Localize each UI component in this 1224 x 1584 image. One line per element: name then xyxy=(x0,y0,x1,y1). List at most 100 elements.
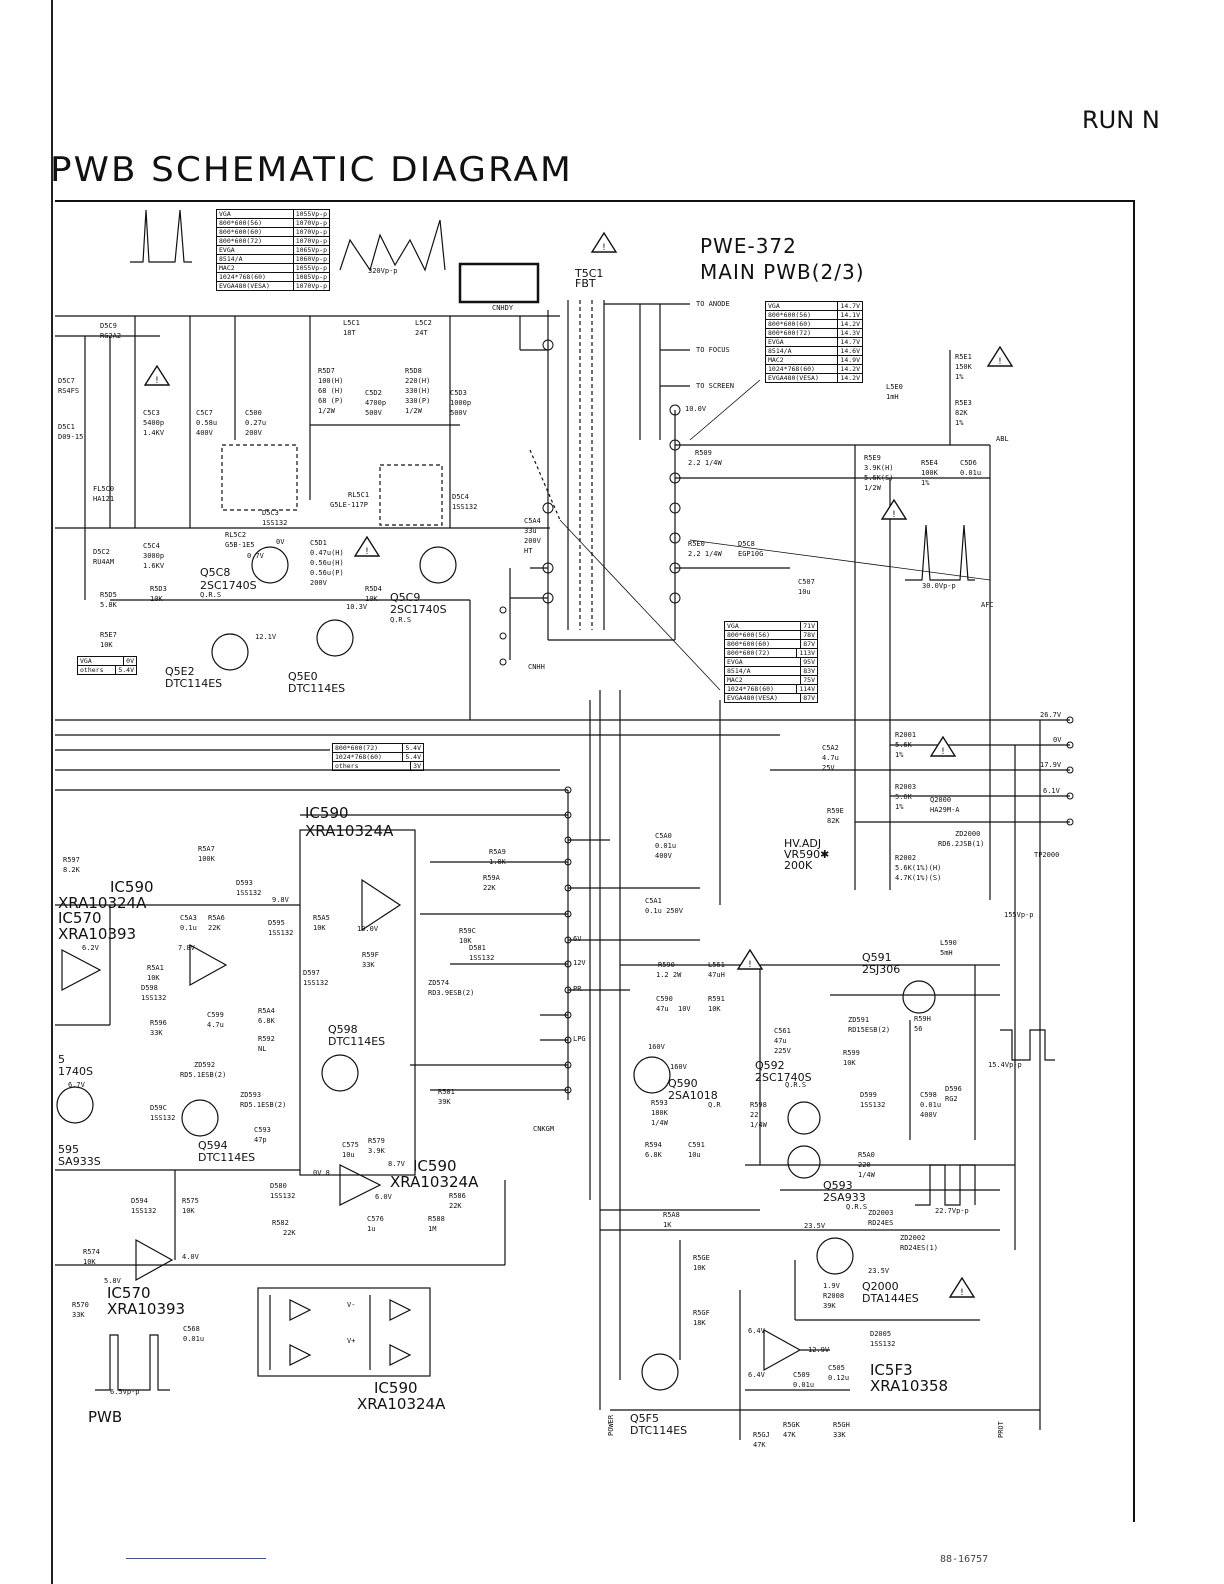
label-d5c1-val: D09-15 xyxy=(58,433,84,441)
label-fl5c0-val: HA121 xyxy=(93,495,115,503)
label-c5a4-t: HT xyxy=(524,547,533,555)
label-r596: R596 xyxy=(150,1019,167,1027)
label-c590-val: 47u xyxy=(656,1005,669,1013)
label-d5c9: D5C9 xyxy=(100,322,117,330)
label-q593-type: 2SA933 xyxy=(823,1191,866,1204)
label-c509: C509 xyxy=(793,1371,810,1379)
label-r591-val: 10K xyxy=(708,1005,721,1013)
label-v-235a: 23.5V xyxy=(804,1222,826,1230)
label-conn-v4: 6.1V xyxy=(1043,787,1060,795)
label-r59a-val: 22K xyxy=(483,884,496,892)
label-c576: C576 xyxy=(367,1215,384,1223)
table-cell-mode: 8514/A xyxy=(217,255,294,263)
label-c5a4-v: 200V xyxy=(524,537,541,545)
table-cell-value: 14.6V xyxy=(840,347,860,355)
label-r2003-val: 5.6K xyxy=(895,793,912,801)
label-v-87: 8.7V xyxy=(388,1160,405,1168)
label-pulse-320: 320Vp-p xyxy=(368,267,398,275)
label-q594-type: DTC114ES xyxy=(198,1151,256,1164)
label-v-103: 10.3V xyxy=(346,603,368,611)
label-q2000: Q2000 xyxy=(862,1280,899,1293)
label-cnhdy: CNHDY xyxy=(492,304,514,312)
table-cell-mode: 800*600(72) xyxy=(766,329,839,337)
label-q2000-d-type: HA29M-A xyxy=(930,806,960,814)
label-zd2000-val: RD6.2JSB(1) xyxy=(938,840,985,848)
label-q2000-type: DTA144ES xyxy=(862,1292,919,1305)
label-r598-w: 1/4W xyxy=(750,1121,767,1129)
label-q5-left: 5 xyxy=(58,1053,65,1066)
label-v-100: 10.0V xyxy=(685,405,707,413)
svg-text:!: ! xyxy=(997,357,1002,367)
label-vr590-val: 200K xyxy=(784,859,813,872)
label-r5a4-val: 6.8K xyxy=(258,1017,275,1025)
label-c505-val: 0.12u xyxy=(828,1374,850,1382)
label-l561-val: 47uH xyxy=(708,971,725,979)
label-r599-val: 10K xyxy=(843,1059,856,1067)
label-r598-val: 22 xyxy=(750,1111,759,1119)
label-r5e9-a: 3.9K(H) xyxy=(864,464,894,472)
label-l5e0-val: 1mH xyxy=(886,393,899,401)
label-c5c7-val: 0.58u xyxy=(196,419,218,427)
label-cnhh: CNHH xyxy=(528,663,545,671)
label-r5d8-val: 220(H) xyxy=(405,377,431,385)
label-c575: C575 xyxy=(342,1141,359,1149)
label-d595-val: 1SS132 xyxy=(268,929,294,937)
label-ic590-type: XRA10324A xyxy=(390,1173,479,1191)
table-row: 1024*768(60)1085Vp-p xyxy=(217,273,329,282)
label-r5e1: R5E1 xyxy=(955,353,972,361)
table-cell-mode: 800*600(60) xyxy=(725,640,802,648)
table-row: 800*600(72)1070Vp-p xyxy=(217,237,329,246)
label-r5a0-w: 1/4W xyxy=(858,1171,875,1179)
label-r5gf-val: 18K xyxy=(693,1319,706,1327)
label-q593: Q593 xyxy=(823,1179,853,1192)
table-cell-mode: EVGA480(VESA) xyxy=(766,374,839,382)
label-v-40: 4.0V xyxy=(182,1253,199,1261)
svg-text:!: ! xyxy=(891,510,896,520)
label-c575-val: 10u xyxy=(342,1151,355,1159)
label-d5c4: D5C4 xyxy=(452,493,469,501)
label-r5d5: R5D5 xyxy=(100,591,117,599)
label-r5d4-val: 10K xyxy=(365,595,378,603)
label-c5a2-val: 4.7u xyxy=(822,754,839,762)
table-row: 1024*768(60)14.2V xyxy=(766,365,862,374)
svg-text:!: ! xyxy=(601,243,606,253)
label-c5c4-v: 1.6KV xyxy=(143,562,165,570)
label-r5a5: R5A5 xyxy=(313,914,330,922)
label-r2008: R2008 xyxy=(823,1292,845,1300)
table-cell-value: 1070Vp-p xyxy=(295,228,327,236)
table-row: 800*600(56)78V xyxy=(725,631,817,640)
label-ic590: IC590 xyxy=(374,1379,418,1397)
label-cnkgm: CNKGM xyxy=(533,1125,555,1133)
label-zd593-val: RD5.1ESB(2) xyxy=(240,1101,287,1109)
label-r570-val: 33K xyxy=(72,1311,85,1319)
label-c5c7: C5C7 xyxy=(196,409,213,417)
label-zd2002-val: RD24ES(1) xyxy=(900,1244,938,1252)
label-r581: R581 xyxy=(438,1088,455,1096)
label-q592-type: 2SC1740S xyxy=(755,1071,812,1084)
label-q591-type: 2SJ306 xyxy=(862,963,901,976)
label-q598-type: DTC114ES xyxy=(328,1035,386,1048)
label-d597-val: 1SS132 xyxy=(303,979,329,987)
label-to-focus: TO FOCUS xyxy=(696,346,730,354)
label-c5d6-val: 0.01u xyxy=(960,469,982,477)
label-r59e-val: 82K xyxy=(827,817,840,825)
label-q5c8-rank: Q.R.S xyxy=(200,591,222,599)
label-r575: R575 xyxy=(182,1197,199,1205)
table-cell-mode: 800*600(72) xyxy=(725,649,798,657)
table-cell-value: 14.2V xyxy=(840,320,860,328)
label-c5a2-v: 25V xyxy=(822,764,835,772)
label-r5d7-b: 68 (P) xyxy=(318,397,344,405)
label-prot: PROT xyxy=(997,1421,1005,1438)
label-r5d4: R5D4 xyxy=(365,585,382,593)
table-row: 800*600(56)14.1V xyxy=(766,311,862,320)
label-d5c3-val: 1SS132 xyxy=(262,519,288,527)
label-subtitle: MAIN PWB(2/3) xyxy=(700,260,865,284)
label-c5a0-v: 400V xyxy=(655,852,672,860)
label-d595: D595 xyxy=(268,919,285,927)
label-d594-val: 1SS132 xyxy=(131,1207,157,1215)
label-q5e2-type: DTC114ES xyxy=(165,677,223,690)
